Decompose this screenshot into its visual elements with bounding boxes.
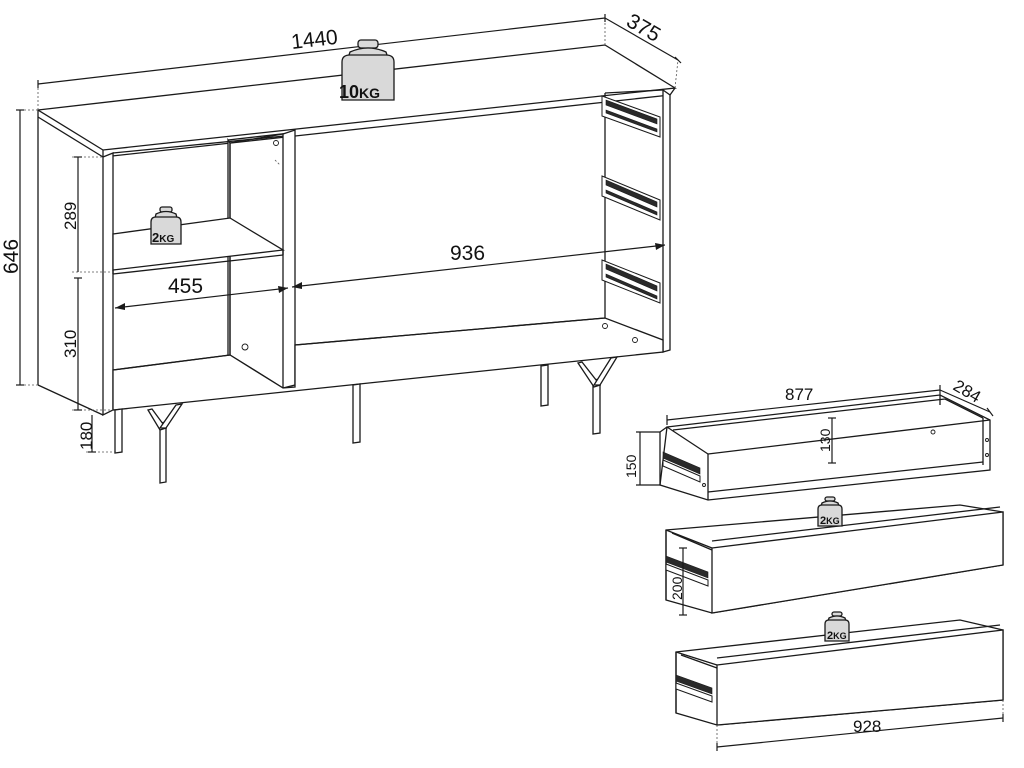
left-shelf [112,217,285,271]
dim-depth-label: 375 [623,9,665,46]
weight-2kg-shelf-icon: 2KG [150,206,182,245]
svg-text:10KG: 10KG [339,82,380,102]
svg-text:2KG: 2KG [827,630,847,642]
drawer-box-dimensions: 877 284 150 130 [623,376,994,486]
weight-2kg-drawer-bottom-icon: 2KG [824,611,850,642]
drawer-bottom: 928 [675,619,1004,752]
right-side-panel [662,88,671,353]
legs [114,356,619,484]
drawer-middle: 200 [665,504,1004,616]
weight-10kg-icon: 10KG [339,39,395,102]
weight-2kg-drawer-middle-icon: 2KG [817,496,843,527]
svg-text:2KG: 2KG [152,230,174,245]
dim-height-label: 646 [0,239,23,274]
dim-width-label: 1440 [290,26,339,54]
dim-right-compartment-label: 936 [450,242,485,265]
sideboard-dimensions: 1440 375 646 289 310 180 455 936 [0,9,682,453]
dim-drawer-side-label: 150 [623,454,639,478]
dim-drawer-front-height-label: 200 [669,576,685,600]
dim-drawer-front-width-label: 928 [853,717,881,736]
drawer-rail-middle [601,175,661,221]
central-divider [282,129,296,389]
drawer-rail-top [601,95,661,138]
dim-left-compartment-label: 455 [168,275,203,298]
left-side-panel [102,152,114,417]
drawer-rail-bottom [601,259,661,304]
dim-upper-shelf-label: 289 [61,202,80,230]
dim-drawer-inner-label: 130 [817,428,833,452]
dim-lower-shelf-label: 310 [61,330,80,358]
dim-leg-height-label: 180 [77,422,96,450]
drawer-box-top [659,394,991,501]
dim-drawer-width-label: 877 [785,385,813,404]
svg-text:2KG: 2KG [820,515,840,527]
